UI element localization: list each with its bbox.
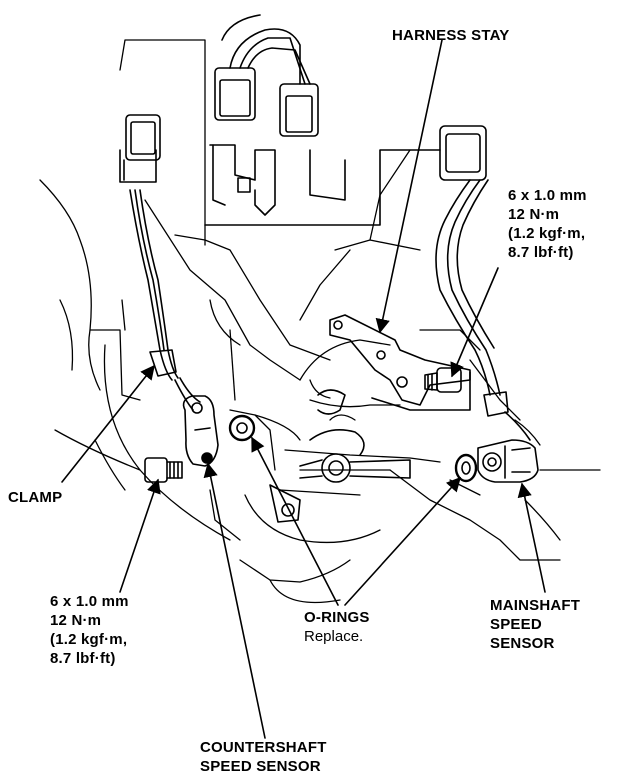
o-ring-left — [228, 414, 256, 442]
bolt-left-torque-lbfft: 8.7 lbf·ft) — [50, 650, 116, 667]
mainshaft-harness — [435, 125, 531, 441]
bolt-right-torque-kgfm: (1.2 kgf·m, — [508, 225, 586, 242]
bolt-right-torque-lbfft: 8.7 lbf·ft) — [508, 244, 574, 261]
bolt-right-torque-nm: 12 N·m — [508, 206, 560, 223]
bolt-right-size: 6 x 1.0 mm — [508, 187, 587, 204]
mainshaft-speed-sensor — [477, 439, 539, 483]
harness-stay — [329, 314, 471, 411]
mainshaft-sensor-callout: MAINSHAFT SPEED SENSOR — [490, 596, 580, 653]
leader-lines — [61, 39, 546, 739]
bolt-left — [144, 457, 183, 483]
o-rings-callout: O-RINGS Replace. — [304, 608, 370, 646]
countershaft-sensor-callout: COUNTERSHAFT SPEED SENSOR — [200, 738, 327, 776]
bolt-right — [424, 367, 462, 393]
harness-stay-label: HARNESS STAY — [392, 27, 510, 44]
mainshaft-label-line2: SPEED — [490, 616, 542, 633]
o-ring-right — [454, 453, 478, 483]
countershaft-harness — [119, 114, 201, 411]
mainshaft-label-line3: SENSOR — [490, 635, 555, 652]
countershaft-label-line1: COUNTERSHAFT — [200, 739, 327, 756]
bolt-left-torque-nm: 12 N·m — [50, 612, 102, 629]
bolt-left-size: 6 x 1.0 mm — [50, 593, 129, 610]
clamp-label: CLAMP — [8, 489, 63, 506]
upper-connectors — [204, 14, 441, 226]
transmission-housing — [39, 39, 601, 604]
bolt-left-spec: 6 x 1.0 mm 12 N·m (1.2 kgf·m, 8.7 lbf·ft… — [50, 592, 129, 668]
countershaft-label-line2: SPEED SENSOR — [200, 758, 321, 775]
bolt-right-spec: 6 x 1.0 mm 12 N·m (1.2 kgf·m, 8.7 lbf·ft… — [508, 186, 587, 262]
o-rings-note: Replace. — [304, 628, 364, 645]
center-shaft — [269, 389, 411, 523]
countershaft-speed-sensor — [182, 395, 219, 467]
bolt-left-torque-kgfm: (1.2 kgf·m, — [50, 631, 128, 648]
o-rings-label: O-RINGS — [304, 609, 370, 626]
mainshaft-label-line1: MAINSHAFT — [490, 597, 581, 614]
